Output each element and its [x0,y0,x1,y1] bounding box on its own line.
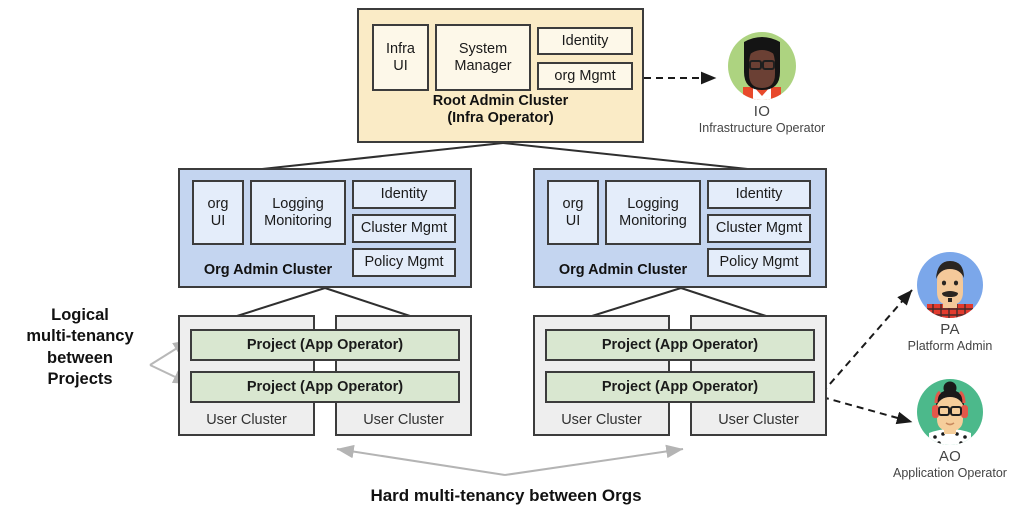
persona-pa: PA Platform Admin [880,252,1020,353]
component-label-line2: Manager [454,57,512,74]
org-admin-cluster-right-title: Org Admin Cluster [541,262,705,279]
note-line-1: Logical [51,306,109,324]
user-cluster-right-1-label: User Cluster [533,412,670,428]
avatar-io [728,32,796,100]
label-text: User Cluster [363,412,444,428]
org-right-component-org-ui: org UI [547,180,599,245]
label-text: User Cluster [561,412,642,428]
org-right-component-cluster-mgmt: Cluster Mgmt [707,214,811,243]
root-component-infra-ui: Infra UI [372,24,429,91]
project-label: Project (App Operator) [246,336,404,353]
component-label: Identity [380,186,428,203]
root-component-org-mgmt: org Mgmt [537,62,633,90]
title-line1: Root Admin Cluster [432,93,569,109]
project-bar-left-1: Project (App Operator) [190,329,460,361]
note-line-2: multi-tenancy [26,327,134,346]
persona-pa-role: Platform Admin [907,339,993,353]
org-left-component-cluster-mgmt: Cluster Mgmt [352,214,456,243]
title-text: Org Admin Cluster [203,262,333,278]
project-label: Project (App Operator) [601,336,759,353]
persona-ao-role: Application Operator [893,466,1007,480]
org-admin-cluster-left-title: Org Admin Cluster [186,262,350,279]
user-cluster-left-2-label: User Cluster [335,412,472,428]
org-right-component-policy-mgmt: Policy Mgmt [707,248,811,277]
persona-io: IO Infrastructure Operator [692,32,832,135]
org-to-usercluster-connectors-right [591,287,767,317]
org-left-component-policy-mgmt: Policy Mgmt [352,248,456,277]
org-right-component-logging-monitoring: Logging Monitoring [605,180,701,245]
component-label-line1: Logging [272,196,324,213]
note-text: Hard multi-tenancy between Orgs [370,486,642,505]
component-label-line2: UI [393,57,408,74]
root-admin-cluster-title: Root Admin Cluster (Infra Operator) [357,93,644,127]
component-label: Identity [561,32,609,49]
logical-multitenancy-note: Logical multi-tenancy between Projects [10,305,150,391]
component-label: Policy Mgmt [719,254,799,271]
persona-io-role: Infrastructure Operator [698,121,826,135]
org-left-component-logging-monitoring: Logging Monitoring [250,180,346,245]
component-label-line1: org [207,196,229,213]
org-left-component-org-ui: org UI [192,180,244,245]
component-label-line2: UI [565,212,581,229]
persona-io-abbr: IO [753,103,771,120]
persona-ao-abbr: AO [938,448,962,465]
avatar-pa-art [927,261,973,318]
root-to-org-connectors [252,142,758,171]
component-label: Cluster Mgmt [360,220,448,237]
org-left-component-identity: Identity [352,180,456,209]
org-to-usercluster-connectors-left [236,287,411,317]
component-label-line2: Monitoring [619,212,687,229]
hard-multitenancy-note: Hard multi-tenancy between Orgs [261,486,751,506]
project-bar-left-2: Project (App Operator) [190,371,460,403]
title-line2: (Infra Operator) [447,109,554,126]
note-line-3: between [46,348,114,367]
project-bar-right-2: Project (App Operator) [545,371,815,403]
persona-pa-abbr: PA [940,321,960,338]
user-cluster-right-2-label: User Cluster [690,412,827,428]
component-label: Policy Mgmt [364,254,444,271]
component-label-line1: Infra [385,41,415,58]
avatar-ao [917,379,983,445]
project-bar-right-1: Project (App Operator) [545,329,815,361]
component-label-line1: Logging [627,196,679,213]
project-label: Project (App Operator) [246,378,404,395]
component-label-line2: Monitoring [264,212,332,229]
component-label: Identity [735,186,783,203]
title-text: Org Admin Cluster [558,262,688,278]
component-label: org Mgmt [554,67,616,84]
project-label: Project (App Operator) [601,378,759,395]
avatar-pa [917,252,983,318]
component-label-line1: org [562,196,584,213]
avatar-ao-art [929,381,971,445]
label-text: User Cluster [206,412,287,428]
component-label: Cluster Mgmt [715,220,803,237]
avatar-io-art [743,37,781,100]
hard-tenancy-arrow [336,444,684,476]
component-label-line1: System [458,41,508,58]
root-component-identity: Identity [537,27,633,55]
component-label-line2: UI [210,212,226,229]
note-line-4: Projects [47,370,113,389]
org-right-component-identity: Identity [707,180,811,209]
persona-ao: AO Application Operator [880,379,1020,480]
root-component-system-manager: System Manager [435,24,531,91]
label-text: User Cluster [718,412,799,428]
user-cluster-left-1-label: User Cluster [178,412,315,428]
